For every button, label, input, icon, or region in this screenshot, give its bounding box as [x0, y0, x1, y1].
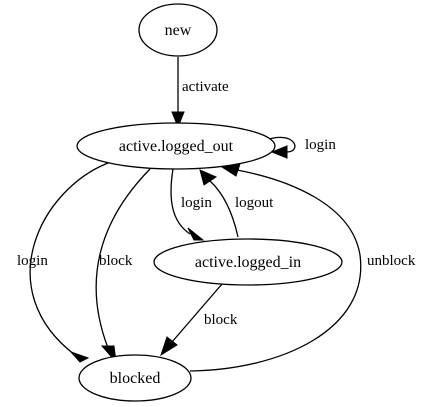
arrowhead: [160, 336, 178, 357]
state-label-active-logged-in: active.logged_in: [195, 254, 301, 271]
edge-label-login-self: login: [305, 137, 336, 153]
edge-logout: logout: [199, 169, 274, 238]
state-label-new: new: [165, 22, 192, 39]
state-active-logged-out: active.logged_out: [76, 122, 276, 170]
edge-login-to-blocked: login: [17, 162, 109, 363]
edge-activate: activate: [171, 57, 229, 129]
edge-label-activate: activate: [182, 79, 229, 95]
arrowhead: [199, 169, 218, 186]
edge-label-login-to-logged-in: login: [181, 195, 212, 211]
edge-label-block-from-logged-in: block: [204, 312, 238, 328]
edge-label-logout: logout: [235, 195, 274, 211]
arrowhead: [270, 145, 288, 159]
edge-label-unblock: unblock: [367, 253, 416, 269]
edge-label-block-from-logged-out: block: [99, 253, 133, 269]
arrowhead: [171, 111, 185, 129]
state-blocked: blocked: [78, 354, 192, 402]
state-label-active-logged-out: active.logged_out: [119, 138, 234, 155]
edge-login-self-loop: login: [265, 136, 336, 159]
state-new: new: [138, 3, 218, 57]
edge-block-from-logged-out: block: [95, 168, 151, 364]
edge-label-login-to-blocked: login: [17, 253, 48, 269]
edge-login-to-logged-in: login: [170, 168, 212, 241]
edge-block-from-logged-in: block: [160, 283, 238, 357]
arrowhead: [187, 227, 205, 241]
edge-unblock: unblock: [189, 163, 416, 372]
state-active-logged-in: active.logged_in: [153, 238, 343, 286]
state-label-blocked: blocked: [110, 370, 161, 387]
arrowhead: [70, 351, 90, 363]
